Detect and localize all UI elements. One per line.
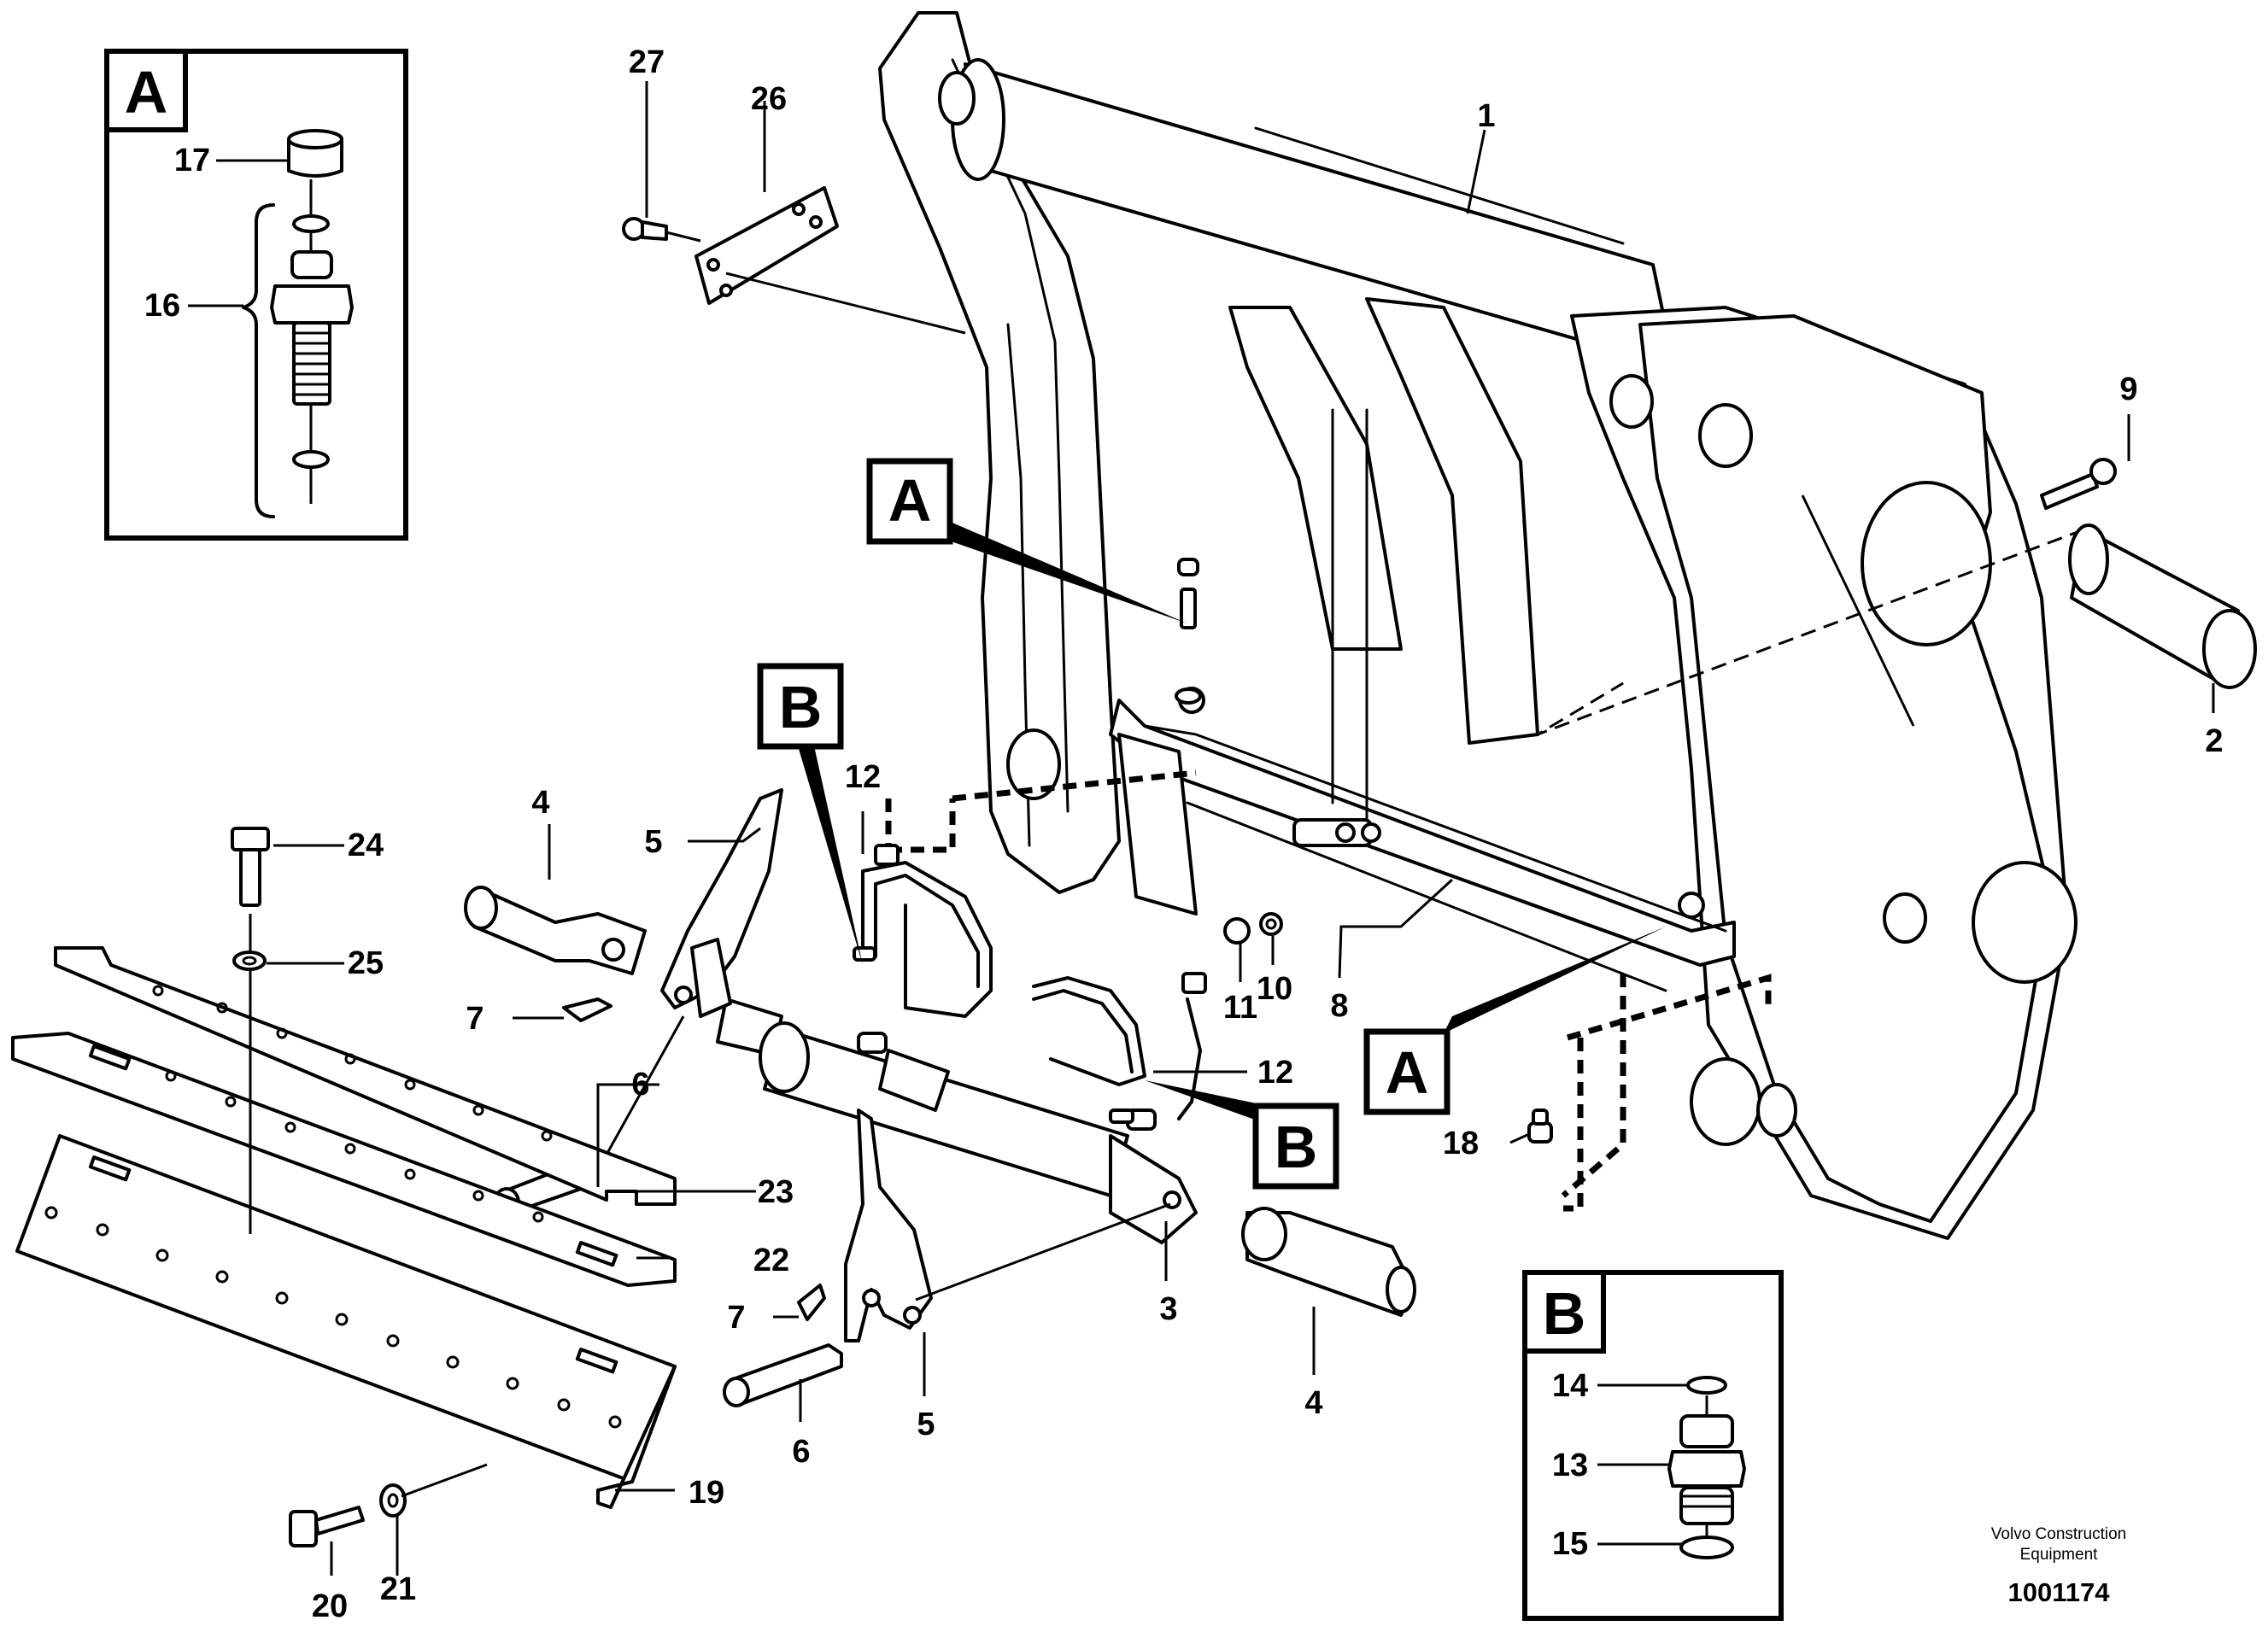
label-6-upper: 6 [631, 1067, 649, 1103]
detail-b-inset: B [1522, 1270, 1784, 1621]
label-26: 26 [751, 81, 787, 117]
part-26-plate [694, 186, 966, 335]
svg-text:A: A [1386, 1039, 1429, 1106]
part-21-washer [379, 1463, 488, 1518]
svg-text:B: B [1543, 1280, 1586, 1347]
part-7-cotter-lower [797, 1284, 826, 1321]
label-17: 17 [174, 143, 210, 178]
main-frame [878, 11, 2085, 1240]
label-15: 15 [1552, 1526, 1588, 1562]
label-27: 27 [629, 44, 665, 80]
label-16: 16 [144, 288, 180, 324]
detail-a-inset: A [104, 49, 408, 541]
part-22-plate [11, 1032, 677, 1287]
label-5-lower: 5 [917, 1407, 935, 1442]
publisher-credit: Volvo Construction Equipment 1001174 [1991, 1525, 2126, 1607]
part-4-pin-lower [1241, 1207, 1416, 1317]
label-13: 13 [1552, 1448, 1588, 1483]
svg-text:A: A [888, 467, 932, 534]
label-21: 21 [380, 1571, 416, 1607]
label-12-upper: 12 [845, 759, 881, 795]
part-25-washer [232, 951, 267, 971]
label-9: 9 [2119, 371, 2137, 407]
part-11-nut [1223, 917, 1251, 945]
label-4-lower: 4 [1304, 1385, 1322, 1421]
part-27-bolt [622, 217, 701, 243]
part-12-hoses [853, 844, 1207, 1124]
label-7-lower: 7 [727, 1300, 745, 1336]
part-number-labels: 1 2 3 4 4 5 5 6 6 7 7 8 9 10 11 12 12 13… [144, 44, 2224, 1624]
label-18: 18 [1443, 1126, 1479, 1161]
label-10: 10 [1257, 971, 1292, 1007]
svg-text:B: B [1275, 1114, 1318, 1180]
part-5-link-lower [844, 1108, 1171, 1342]
part-10-washer [1259, 912, 1283, 936]
label-5-upper: 5 [644, 824, 662, 860]
part-9-screw [2040, 458, 2117, 510]
part-3-cylinder [716, 997, 1198, 1244]
publisher-line-2: Equipment [2020, 1546, 2099, 1564]
label-4-upper: 4 [531, 785, 549, 821]
callout-a-upper: A [866, 458, 953, 545]
publisher-line-1: Volvo Construction [1991, 1525, 2126, 1543]
leader-lines [267, 81, 2215, 1576]
grease-fitting-upper [1175, 558, 1202, 705]
svg-text:A: A [125, 59, 168, 126]
part-7-cotter-upper [562, 997, 612, 1022]
label-12-lower: 12 [1257, 1055, 1293, 1091]
part-18-fitting [1527, 1108, 1553, 1144]
part-24-bolt [231, 827, 270, 907]
part-2-pin [2068, 524, 2257, 689]
detail-a-boundary-right [1563, 974, 1772, 1212]
label-22: 22 [753, 1243, 789, 1278]
label-7-upper: 7 [466, 1001, 483, 1037]
part-6-pin-lower [723, 1343, 843, 1407]
label-20: 20 [312, 1588, 348, 1624]
detail-b-boundary [1561, 974, 1626, 1198]
pointer-wedges [794, 521, 1666, 1123]
label-23: 23 [758, 1174, 794, 1210]
part-19-angle-plate [15, 1134, 677, 1509]
label-3: 3 [1159, 1291, 1177, 1327]
detail-a-boundary-left [885, 769, 1197, 853]
part-4-pin-upper [464, 886, 647, 975]
illustration-code: 1001174 [2008, 1577, 2111, 1607]
svg-text:B: B [779, 674, 823, 740]
label-25: 25 [348, 945, 384, 981]
part-20-bolt [289, 1506, 365, 1547]
label-8: 8 [1330, 988, 1348, 1024]
label-14: 14 [1552, 1368, 1588, 1404]
part-23-plate [54, 946, 677, 1206]
label-24: 24 [348, 828, 384, 863]
label-19: 19 [689, 1475, 724, 1511]
part-5-link-upper [660, 788, 783, 1018]
label-6-lower: 6 [792, 1434, 810, 1470]
label-2: 2 [2205, 723, 2223, 759]
label-11: 11 [1223, 990, 1257, 1026]
callout-b-lower: B [1252, 1103, 1339, 1190]
label-1: 1 [1477, 98, 1495, 134]
callout-a-lower: A [1363, 1028, 1450, 1115]
callout-b-upper: B [757, 663, 844, 750]
